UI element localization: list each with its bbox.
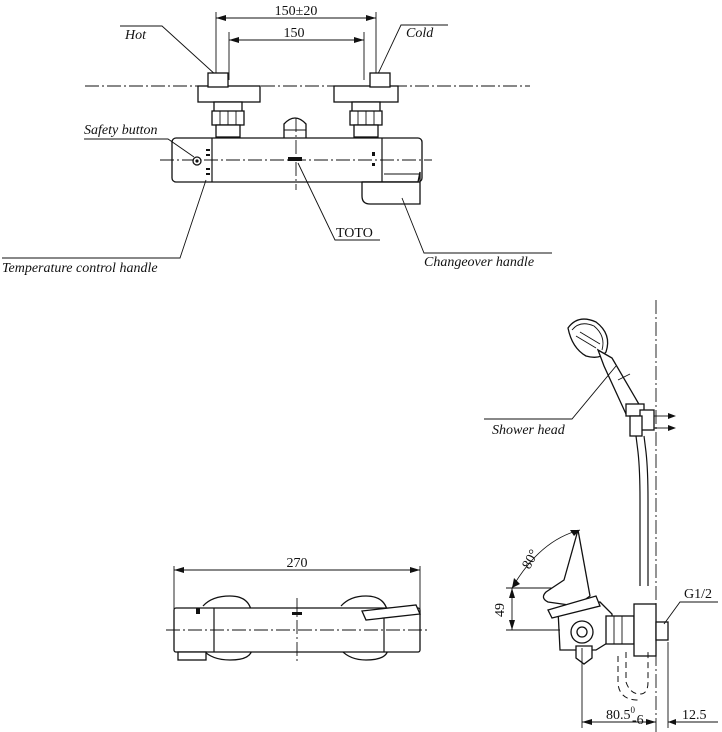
dimension-angle: 80°	[520, 547, 542, 571]
top-view: 150±20 150 Hot Cold	[2, 4, 552, 276]
dimension-height: 49	[493, 603, 508, 617]
label-hot: Hot	[124, 28, 147, 43]
label-toto: TOTO	[336, 226, 373, 241]
dimension-body-length: 270	[287, 556, 308, 571]
label-shower-head: Shower head	[492, 423, 566, 438]
label-safety-button: Safety button	[84, 123, 158, 138]
label-cold: Cold	[406, 26, 434, 41]
dimension-depth: 80.50	[606, 705, 636, 723]
dimension-depth-tolerance-lower: -6	[632, 713, 644, 728]
label-thread: G1/2	[684, 587, 712, 602]
side-view: Shower head 80° 49	[484, 300, 718, 732]
label-changeover-handle: Changeover handle	[424, 255, 534, 270]
dimension-offset: 12.5	[682, 708, 707, 723]
dimension-pitch-tolerance: 150±20	[275, 4, 318, 19]
front-view: 270	[166, 556, 428, 662]
dimension-pitch: 150	[284, 26, 305, 41]
label-temperature-control-handle: Temperature control handle	[2, 261, 158, 276]
